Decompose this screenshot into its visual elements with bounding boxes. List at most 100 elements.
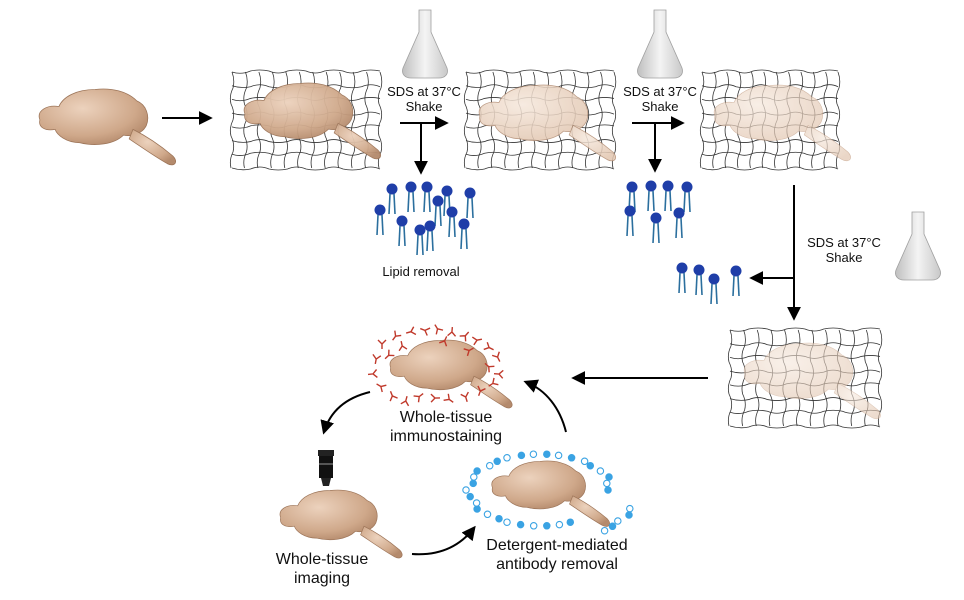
detergent-micelle bbox=[473, 505, 481, 513]
detergent-micelle bbox=[485, 461, 494, 470]
antibody-molecule bbox=[418, 324, 431, 337]
brain-hydrogel bbox=[243, 82, 382, 160]
lipid-molecule bbox=[672, 206, 686, 239]
detergent-micelle bbox=[580, 457, 589, 466]
brain-immunostained bbox=[389, 339, 513, 409]
antibody-molecule bbox=[430, 321, 444, 336]
antibody-removal-label-line2: antibody removal bbox=[496, 556, 618, 573]
imaging-label-line2: imaging bbox=[293, 570, 351, 587]
antibody-molecule bbox=[430, 393, 441, 403]
brain-antibody-removal bbox=[491, 460, 611, 527]
brain-clearing-1 bbox=[478, 84, 617, 162]
lipid-molecule bbox=[385, 182, 399, 215]
detergent-micelle bbox=[608, 522, 617, 531]
antibody-molecule bbox=[366, 368, 379, 380]
detergent-micelle bbox=[543, 450, 551, 458]
imaging-label-line1: Whole-tissue bbox=[275, 551, 369, 568]
antibody-removal-label-line1: Detergent-mediated bbox=[486, 537, 628, 554]
lipid-molecule bbox=[373, 203, 387, 236]
lipid-molecule bbox=[644, 179, 658, 212]
lipid-molecule bbox=[675, 261, 689, 294]
lipid-molecule bbox=[729, 264, 743, 297]
shake-label: Shake bbox=[825, 250, 863, 265]
microscope-objective-icon bbox=[318, 450, 334, 486]
brain-cleared bbox=[743, 342, 882, 420]
detergent-micelle bbox=[503, 518, 511, 526]
detergent-micelle bbox=[493, 457, 501, 466]
detergent-micelle bbox=[614, 517, 622, 525]
detergent-micelle bbox=[605, 473, 613, 481]
antibody-molecule bbox=[377, 339, 387, 350]
lipid-molecule bbox=[457, 217, 471, 250]
lipid-molecule bbox=[680, 180, 694, 213]
antibody-molecule bbox=[404, 326, 417, 338]
detergent-micelle bbox=[470, 473, 478, 481]
lipid-molecule bbox=[423, 219, 437, 252]
antibody-molecule bbox=[373, 379, 388, 393]
lipid-group-1 bbox=[373, 180, 477, 256]
detergent-micelle bbox=[603, 479, 611, 488]
antibody-molecule bbox=[370, 353, 382, 366]
detergent-micelle bbox=[473, 467, 481, 475]
lipid-molecule bbox=[445, 205, 459, 238]
lipid-molecule bbox=[707, 272, 721, 305]
flask-icon bbox=[637, 9, 683, 79]
flask-icon bbox=[402, 9, 448, 79]
shake-label: Shake bbox=[405, 99, 443, 114]
detergent-micelle bbox=[529, 450, 538, 458]
arrow-removal-to-stain bbox=[523, 379, 567, 433]
brain-imaging bbox=[279, 489, 403, 559]
antibody-molecule bbox=[396, 339, 408, 352]
lipid-molecule bbox=[463, 186, 477, 219]
detergent-micelle bbox=[626, 504, 634, 513]
lipid-molecule bbox=[623, 204, 637, 237]
detergent-micelle bbox=[466, 492, 474, 501]
antibody-molecule bbox=[460, 391, 472, 404]
detergent-micelle bbox=[586, 461, 595, 470]
antibody-molecule bbox=[458, 328, 473, 343]
sds-label: SDS at 37°C bbox=[387, 84, 461, 99]
detergent-micelle bbox=[462, 486, 470, 494]
antibody-molecule bbox=[388, 329, 402, 344]
arrow-stain-to-image bbox=[320, 391, 371, 435]
antibody-molecule bbox=[386, 389, 399, 402]
antibody-molecule bbox=[493, 369, 504, 380]
detergent-micelle bbox=[495, 514, 503, 523]
lipid-removal-label: Lipid removal bbox=[382, 264, 460, 279]
detergent-micelle bbox=[529, 522, 538, 530]
sds-label: SDS at 37°C bbox=[623, 84, 697, 99]
antibody-molecule bbox=[471, 334, 484, 346]
flask-icon bbox=[895, 211, 941, 281]
lipid-molecule bbox=[649, 211, 663, 244]
immunostaining-label-line1: Whole-tissue bbox=[399, 409, 493, 426]
antibody-molecule bbox=[400, 394, 412, 407]
brain-native bbox=[38, 88, 177, 166]
detergent-micelle bbox=[554, 451, 563, 460]
lipid-molecule bbox=[413, 223, 427, 256]
immunostaining-label-line2: immunostaining bbox=[389, 428, 503, 445]
lipid-molecule bbox=[395, 214, 409, 247]
detergent-micelle bbox=[472, 499, 481, 507]
detergent-micelle bbox=[555, 520, 564, 529]
detergent-micelle bbox=[516, 520, 525, 529]
antibody-molecule bbox=[491, 351, 505, 365]
sds-label: SDS at 37°C bbox=[807, 235, 881, 250]
antibody-molecule bbox=[483, 341, 497, 355]
lipid-group-2 bbox=[623, 179, 694, 244]
antibody-molecule bbox=[446, 325, 458, 338]
detergent-micelle bbox=[625, 511, 633, 519]
detergent-micelle bbox=[567, 454, 576, 462]
detergent-micelles bbox=[462, 450, 634, 535]
detergent-micelle bbox=[483, 510, 492, 519]
lipid-molecule bbox=[420, 180, 434, 213]
antibody-molecule bbox=[412, 389, 427, 403]
lipid-group-3 bbox=[675, 261, 743, 305]
lipid-molecule bbox=[431, 194, 445, 227]
shake-label: Shake bbox=[641, 99, 679, 114]
detergent-micelle bbox=[503, 454, 511, 462]
lipid-molecule bbox=[692, 263, 706, 296]
detergent-micelle bbox=[596, 467, 605, 475]
detergent-micelle bbox=[543, 522, 551, 530]
brain-clearing-2 bbox=[713, 84, 852, 162]
